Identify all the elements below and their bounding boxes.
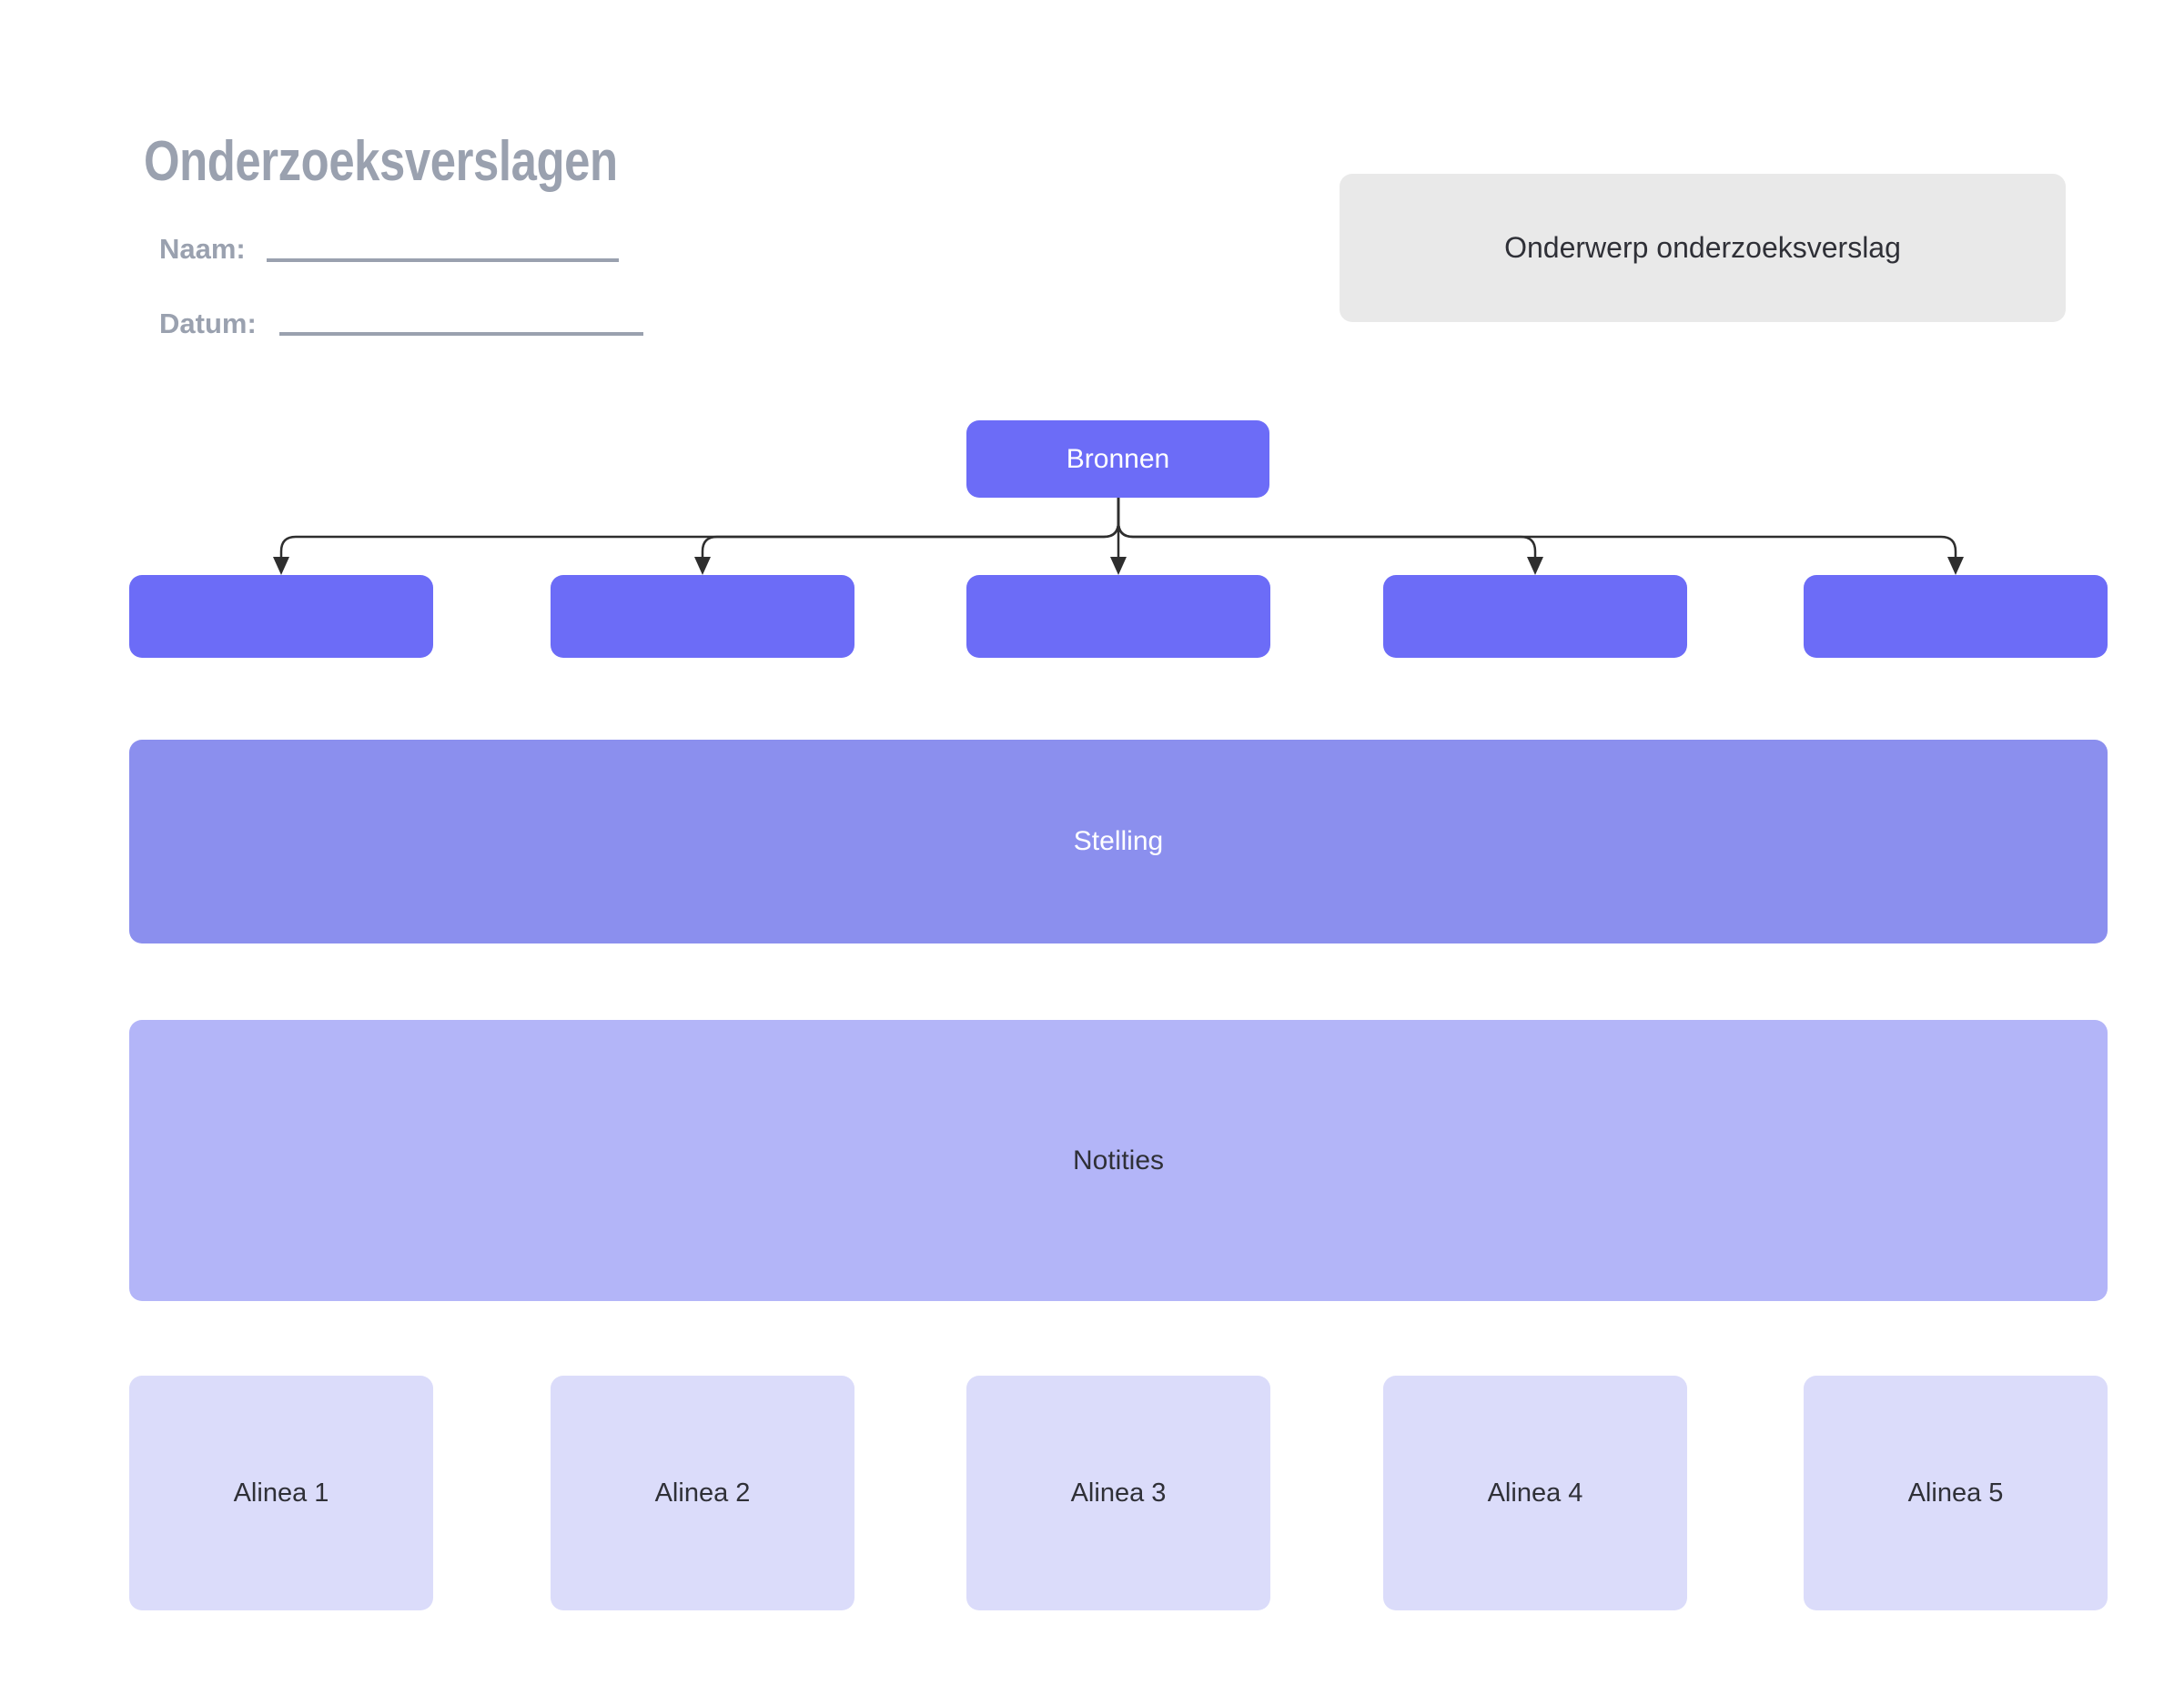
alinea-box-5[interactable]: Alinea 5 [1804,1376,2108,1610]
source-box-4[interactable] [1383,575,1687,658]
name-fill-line[interactable] [267,258,619,262]
arrow-down-icon [1947,557,1964,575]
alinea-box-4[interactable]: Alinea 4 [1383,1376,1687,1610]
source-box-5[interactable] [1804,575,2108,658]
alinea-box-1[interactable]: Alinea 1 [129,1376,433,1610]
arrow-down-icon [1110,557,1127,575]
date-label: Datum: [159,308,257,339]
source-box-3[interactable] [966,575,1270,658]
alinea-box-2[interactable]: Alinea 2 [551,1376,854,1610]
bronnen-box[interactable]: Bronnen [966,420,1269,498]
topic-box-label: Onderwerp onderzoeksverslag [1504,231,1901,264]
stelling-box[interactable]: Stelling [129,740,2108,943]
source-box-1[interactable] [129,575,433,658]
arrow-down-icon [1527,557,1543,575]
bronnen-label: Bronnen [1066,443,1170,474]
notities-label: Notities [1072,1145,1165,1175]
source-box-2[interactable] [551,575,854,658]
page-title: Onderzoeksverslagen [144,130,618,193]
alinea-label: Alinea 1 [233,1478,329,1508]
name-label: Naam: [159,233,246,265]
alinea-label: Alinea 5 [1907,1478,2004,1508]
arrow-down-icon [273,557,289,575]
topic-box[interactable]: Onderwerp onderzoeksverslag [1340,174,2066,322]
stelling-label: Stelling [1073,826,1164,856]
arrow-down-icon [694,557,711,575]
alinea-box-3[interactable]: Alinea 3 [966,1376,1270,1610]
notities-box[interactable]: Notities [129,1020,2108,1301]
alinea-label: Alinea 4 [1487,1478,1583,1508]
date-fill-line[interactable] [279,332,643,336]
alinea-label: Alinea 3 [1070,1478,1167,1508]
alinea-label: Alinea 2 [654,1478,751,1508]
